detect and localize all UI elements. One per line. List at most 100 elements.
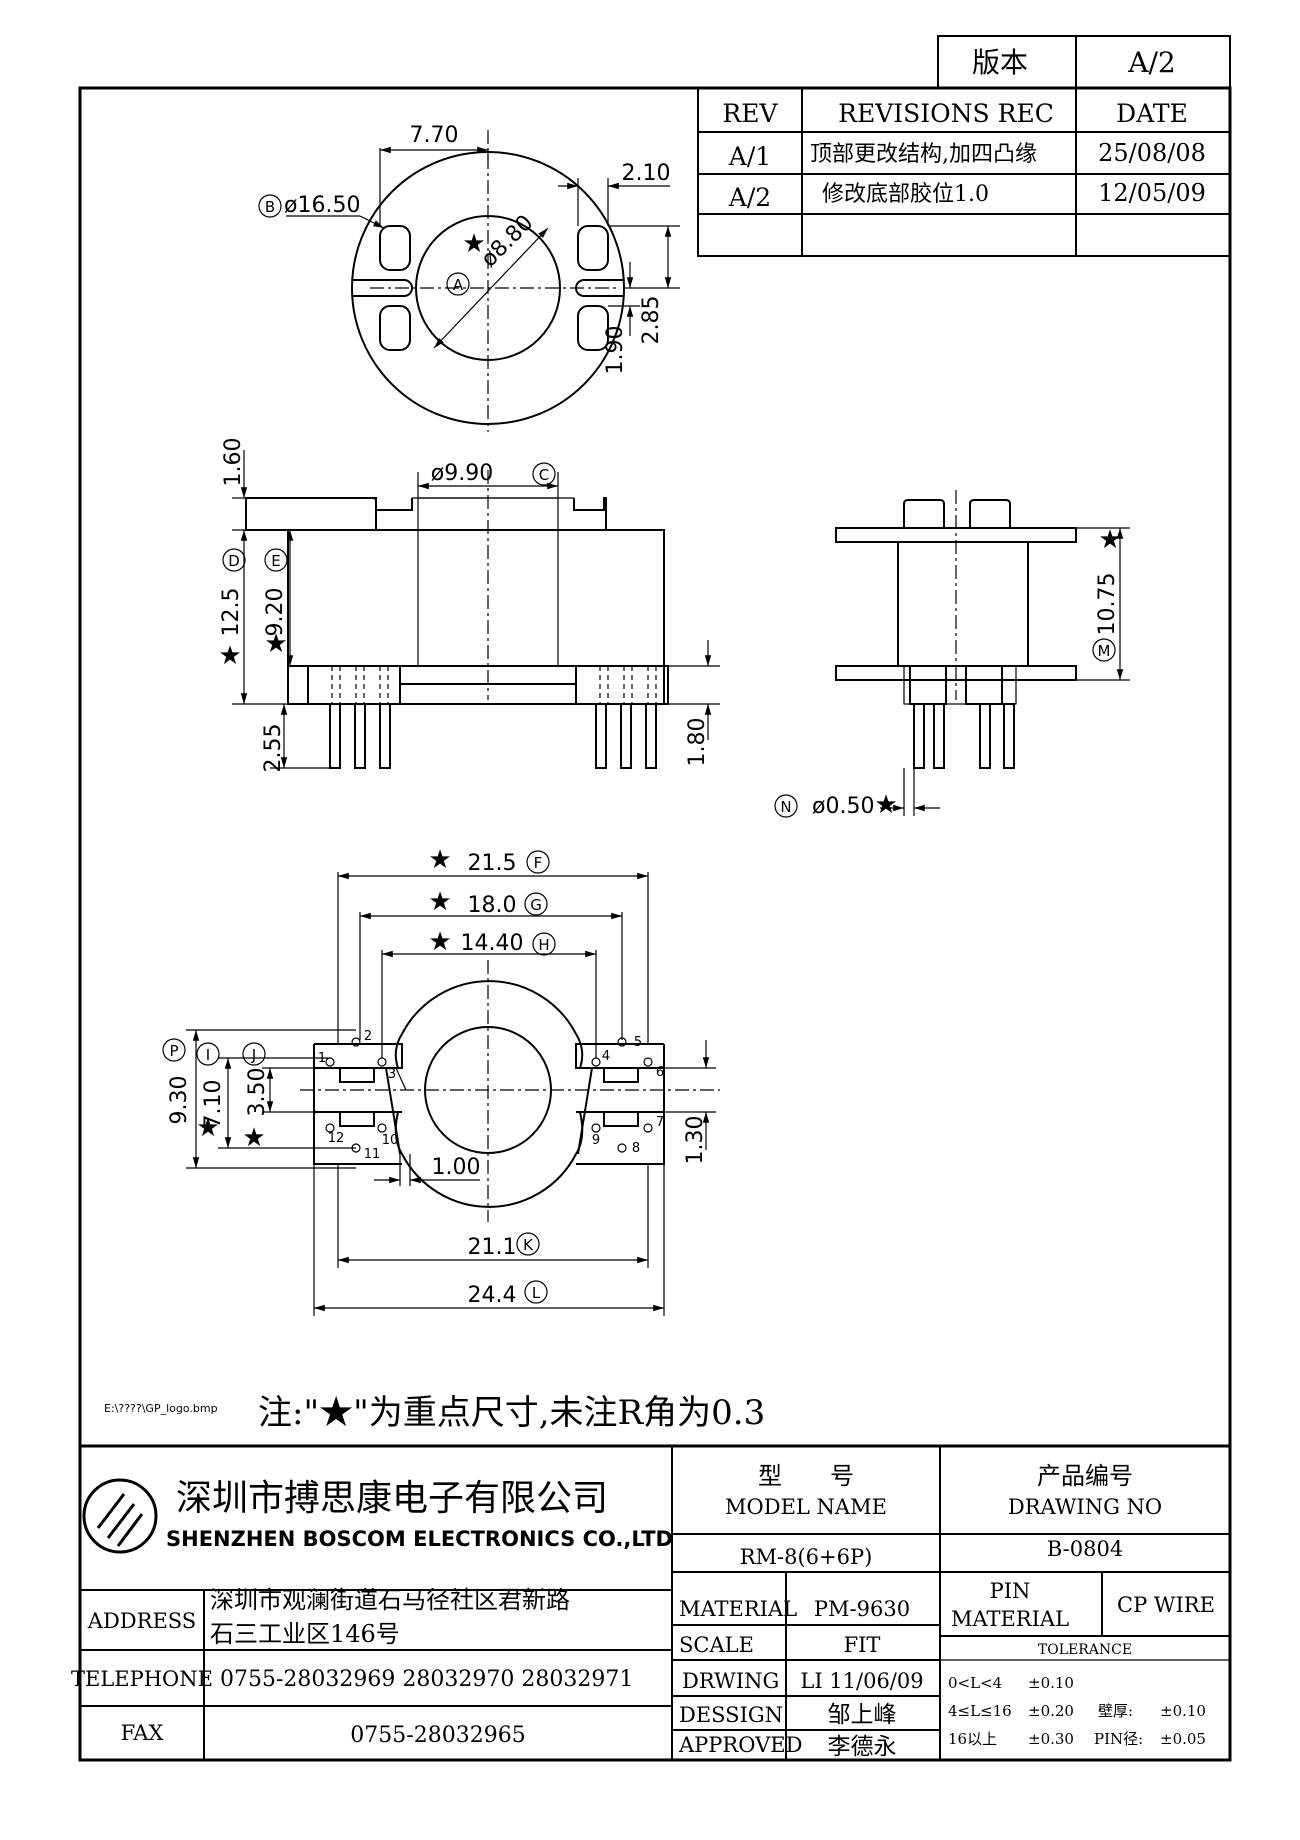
tolerance-value: ±0.30	[1028, 1730, 1074, 1748]
dim-2-10: 2.10	[622, 161, 671, 186]
tolerance-extra-value: ±0.10	[1160, 1702, 1206, 1720]
company-name-cn: 深圳市搏思康电子有限公司	[176, 1478, 608, 1519]
top-view: 7.70 B ø16.50 2.10 ★ A ø8.80 1.90 2.85	[258, 123, 680, 432]
key-dim-star: ★	[428, 887, 451, 917]
drawing-label-cn: 产品编号	[1037, 1462, 1133, 1490]
spec-value: FIT	[844, 1633, 881, 1657]
version-label: 版本	[972, 46, 1028, 79]
address-line2: 石三工业区146号	[210, 1620, 400, 1648]
marker-d-letter: D	[228, 552, 240, 570]
key-dim-star: ★	[218, 641, 241, 671]
address-label: ADDRESS	[87, 1609, 196, 1633]
tolerance-value: ±0.20	[1028, 1702, 1074, 1720]
dim-1-00: 1.00	[432, 1155, 481, 1180]
marker-f	[526, 850, 550, 874]
dim-14-40: 14.40	[461, 931, 524, 956]
key-dim-star: ★	[874, 790, 897, 820]
fax-label: FAX	[121, 1721, 164, 1745]
pin-material-label: MATERIAL	[951, 1607, 1069, 1631]
spec-value: PM-9630	[814, 1597, 910, 1621]
marker-h	[532, 932, 556, 956]
marker-h-letter: H	[538, 936, 549, 954]
marker-j-letter: J	[251, 1046, 256, 1064]
drawing-value: B-0804	[1047, 1537, 1123, 1561]
key-dim-star: ★	[428, 927, 451, 957]
marker-e	[264, 548, 288, 572]
dim-12-5: 12.5	[219, 588, 244, 637]
dim-1-30: 1.30	[683, 1116, 708, 1165]
address-line1: 深圳市观澜街道石马径社区君新路	[210, 1586, 570, 1614]
dim-9-20: 9.20	[263, 588, 288, 637]
marker-c	[532, 462, 556, 486]
title-block: 深圳市搏思康电子有限公司 SHENZHEN BOSCOM ELECTRONICS…	[71, 1444, 1230, 1760]
pin-number: 6	[656, 1065, 664, 1080]
marker-i	[196, 1042, 220, 1066]
key-dim-star: ★	[264, 629, 287, 659]
marker-m-letter: M	[1098, 642, 1111, 660]
dim-21-1: 21.1	[468, 1235, 517, 1260]
version-value: A/2	[1127, 46, 1175, 79]
marker-a	[446, 272, 470, 296]
pin-number: 11	[364, 1147, 381, 1162]
marker-i-letter: I	[206, 1046, 210, 1064]
marker-k-letter: K	[523, 1236, 534, 1254]
spec-value: 李德永	[828, 1734, 897, 1760]
date-header: DATE	[1116, 99, 1188, 128]
dim-7-10: 7.10	[201, 1080, 226, 1129]
dim-3-50: 3.50	[245, 1068, 270, 1117]
dim-21-5: 21.5	[468, 851, 517, 876]
marker-e-letter: E	[271, 552, 280, 570]
pin-number: 9	[592, 1133, 600, 1148]
spec-label: APPROVED	[678, 1733, 802, 1757]
marker-f-letter: F	[534, 854, 543, 872]
version-box: 版本 A/2	[937, 35, 1231, 89]
spec-label: DESSIGN	[679, 1703, 783, 1727]
pin-material-value: CP WIRE	[1117, 1593, 1215, 1617]
key-dim-star: ★	[242, 1123, 265, 1153]
tolerance-extra-value: ±0.05	[1160, 1730, 1206, 1748]
marker-c-letter: C	[539, 466, 549, 484]
dim-1-90: 1.90	[603, 326, 628, 375]
marker-l	[524, 1280, 548, 1304]
spec-label: MATERIAL	[679, 1597, 797, 1621]
dim-2-55: 2.55	[261, 724, 286, 773]
marker-g	[524, 892, 548, 916]
marker-m	[1092, 638, 1116, 662]
spec-label: SCALE	[679, 1633, 754, 1657]
sheet-border	[78, 86, 1232, 1762]
marker-n-letter: N	[780, 798, 791, 816]
date-cell: 25/08/08	[1098, 139, 1206, 167]
side-view: ★ 10.75 M N ø0.50 ★	[774, 490, 1130, 820]
dim-2-85: 2.85	[639, 296, 664, 345]
pin-number: 7	[656, 1115, 664, 1130]
pin-number: 3	[388, 1067, 396, 1082]
spec-value: 邹上峰	[828, 1702, 897, 1728]
dim-0-50: ø0.50	[812, 794, 874, 819]
company-name-en: SHENZHEN BOSCOM ELECTRONICS CO.,LTD	[166, 1527, 673, 1551]
dim-18-0: 18.0	[468, 893, 517, 918]
telephone-value: 0755-28032969 28032970 28032971	[220, 1667, 633, 1692]
pin-number: 8	[632, 1141, 640, 1156]
telephone-label: TELEPHONE	[71, 1667, 213, 1691]
dim-9-90: ø9.90	[431, 461, 493, 486]
marker-a-letter: A	[453, 276, 464, 294]
tolerance-value: ±0.10	[1028, 1674, 1074, 1692]
dim-1-80: 1.80	[685, 718, 710, 767]
key-dim-star: ★	[196, 1113, 219, 1143]
marker-n	[774, 794, 798, 818]
marker-k	[516, 1232, 540, 1256]
drawing-label-en: DRAWING NO	[1008, 1495, 1162, 1519]
fax-value: 0755-28032965	[350, 1723, 525, 1748]
note-text: 注:"★"为重点尺寸,未注R角为0.3	[258, 1393, 765, 1433]
model-value: RM-8(6+6P)	[740, 1545, 873, 1569]
tolerance-range: 0<L<4	[948, 1674, 1002, 1692]
dim-24-4: 24.4	[468, 1283, 517, 1308]
revisions-table: REV REVISIONS REC DATE A/1 顶部更改结构,加四凸缘 2…	[697, 87, 1231, 257]
rev-header: REV	[722, 99, 778, 128]
pin-label: PIN	[990, 1579, 1031, 1603]
marker-d	[222, 548, 246, 572]
rec-cell: 修改底部胶位1.0	[822, 182, 989, 207]
model-label-cn: 型 号	[758, 1462, 854, 1490]
marker-j	[242, 1042, 266, 1066]
front-view: ø9.90 C 1.60 D 12.5 ★ E 9.20 ★ 2.55 1.80	[218, 438, 720, 773]
